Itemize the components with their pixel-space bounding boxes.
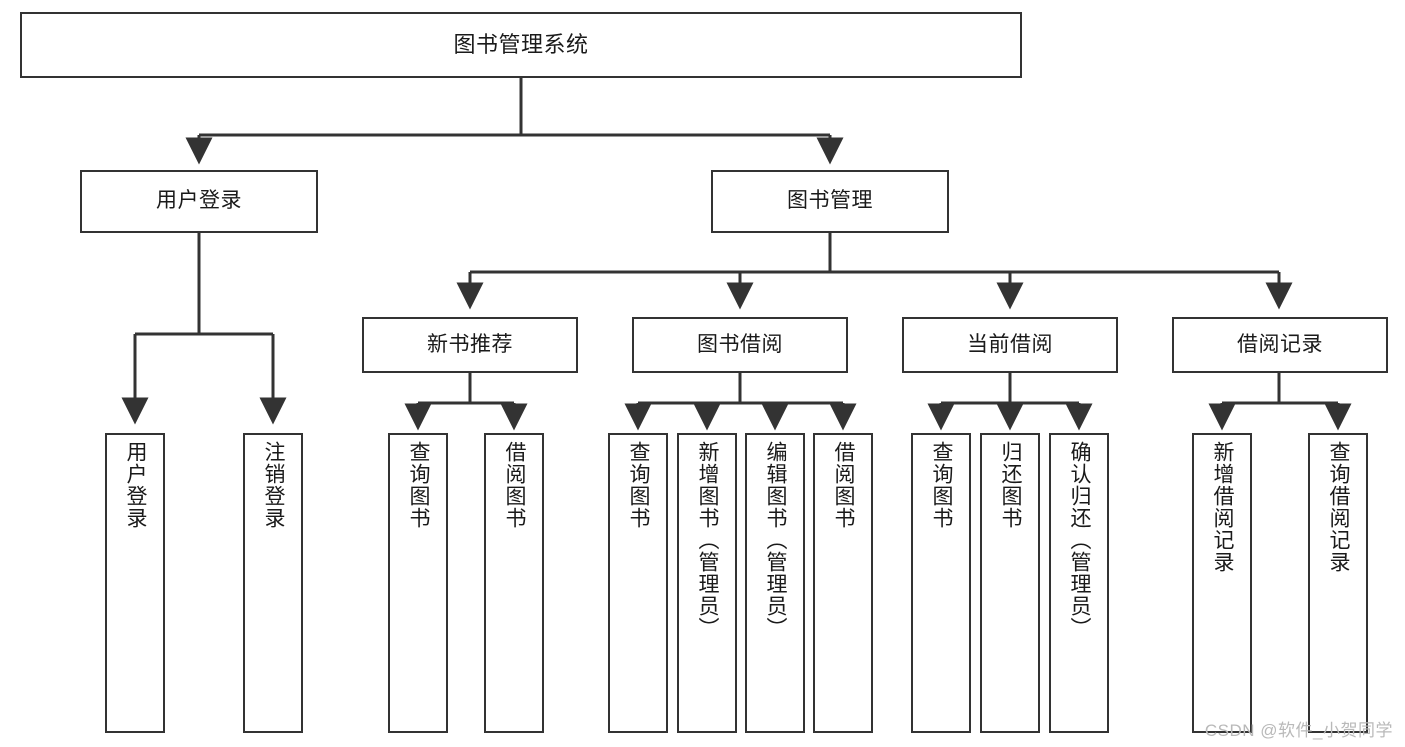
leaf-logout-label: 注销登录 bbox=[262, 441, 286, 529]
leaf-borrow-book-2[interactable]: 借阅图书 bbox=[813, 433, 873, 733]
node-user-login[interactable]: 用户登录 bbox=[80, 170, 318, 233]
leaf-query-book-2[interactable]: 查询图书 bbox=[608, 433, 668, 733]
leaf-query-record-label: 查询借阅记录 bbox=[1327, 441, 1351, 573]
node-book-management[interactable]: 图书管理 bbox=[711, 170, 949, 233]
leaf-return-book[interactable]: 归还图书 bbox=[980, 433, 1040, 733]
node-root[interactable]: 图书管理系统 bbox=[20, 12, 1022, 78]
node-book-borrow-label: 图书借阅 bbox=[697, 332, 783, 356]
leaf-borrow-book-1[interactable]: 借阅图书 bbox=[484, 433, 544, 733]
leaf-return-book-label: 归还图书 bbox=[999, 441, 1023, 529]
leaf-add-book[interactable]: 新增图书（管理员） bbox=[677, 433, 737, 733]
node-new-book-recommend[interactable]: 新书推荐 bbox=[362, 317, 578, 373]
node-current-borrow-label: 当前借阅 bbox=[967, 332, 1053, 356]
leaf-add-book-label: 新增图书（管理员） bbox=[696, 441, 720, 639]
node-current-borrow[interactable]: 当前借阅 bbox=[902, 317, 1118, 373]
node-new-book-recommend-label: 新书推荐 bbox=[427, 332, 513, 356]
leaf-add-record-label: 新增借阅记录 bbox=[1211, 441, 1235, 573]
leaf-user-login-label: 用户登录 bbox=[124, 441, 148, 529]
leaf-query-record[interactable]: 查询借阅记录 bbox=[1308, 433, 1368, 733]
node-book-borrow[interactable]: 图书借阅 bbox=[632, 317, 848, 373]
leaf-query-book-2-label: 查询图书 bbox=[627, 441, 651, 529]
leaf-confirm-return[interactable]: 确认归还（管理员） bbox=[1049, 433, 1109, 733]
leaf-borrow-book-1-label: 借阅图书 bbox=[503, 441, 527, 529]
leaf-add-record[interactable]: 新增借阅记录 bbox=[1192, 433, 1252, 733]
leaf-borrow-book-2-label: 借阅图书 bbox=[832, 441, 856, 529]
leaf-query-book-1-label: 查询图书 bbox=[407, 441, 431, 529]
node-borrow-record-label: 借阅记录 bbox=[1237, 332, 1323, 356]
leaf-edit-book[interactable]: 编辑图书（管理员） bbox=[745, 433, 805, 733]
leaf-logout[interactable]: 注销登录 bbox=[243, 433, 303, 733]
csdn-watermark: CSDN @软件_小贺同学 bbox=[1204, 721, 1393, 740]
leaf-query-book-1[interactable]: 查询图书 bbox=[388, 433, 448, 733]
node-borrow-record[interactable]: 借阅记录 bbox=[1172, 317, 1388, 373]
leaf-query-book-3[interactable]: 查询图书 bbox=[911, 433, 971, 733]
node-book-management-label: 图书管理 bbox=[787, 189, 873, 213]
node-root-label: 图书管理系统 bbox=[453, 32, 589, 58]
leaf-user-login[interactable]: 用户登录 bbox=[105, 433, 165, 733]
leaf-confirm-return-label: 确认归还（管理员） bbox=[1068, 441, 1092, 639]
leaf-query-book-3-label: 查询图书 bbox=[930, 441, 954, 529]
node-user-login-label: 用户登录 bbox=[156, 189, 242, 213]
leaf-edit-book-label: 编辑图书（管理员） bbox=[764, 441, 788, 639]
